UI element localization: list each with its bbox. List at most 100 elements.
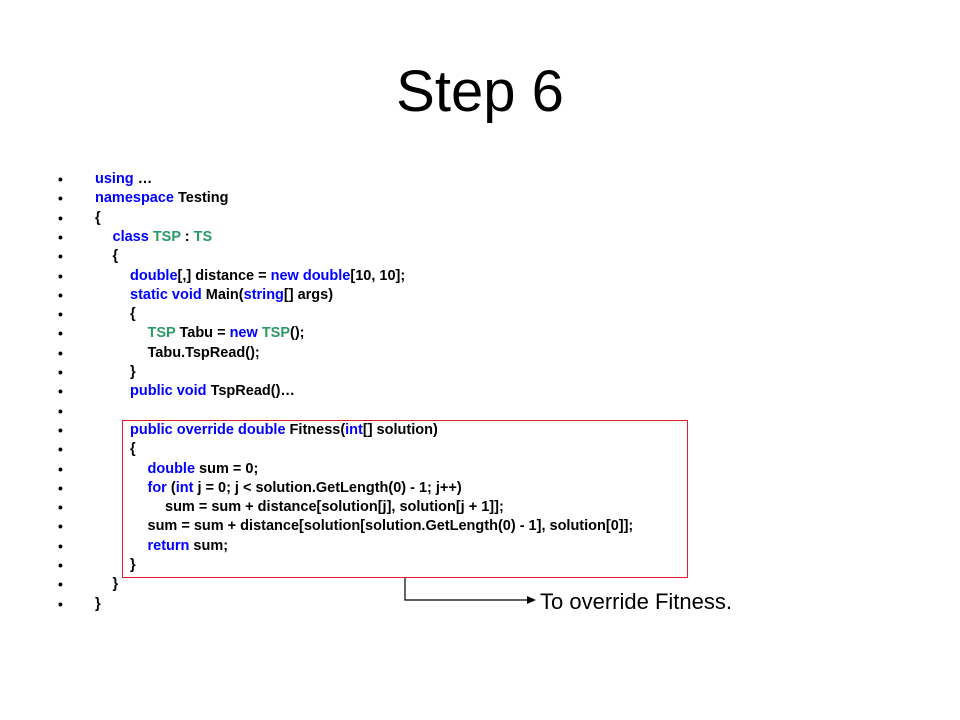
code-keyword: double [147, 460, 196, 477]
code-token: … [133, 171, 153, 187]
bullet-glyph: • [58, 364, 63, 380]
code-line: • sum = sum + distance[solution[j], solut… [0, 498, 960, 517]
code-token: (); [290, 325, 305, 342]
code-keyword: string [243, 286, 284, 303]
code-line: •public override double Fitness(int[] so… [0, 421, 960, 440]
code-text: using … [95, 170, 152, 189]
code-token: sum = sum + distance[solution[j], soluti… [165, 499, 504, 516]
bullet-glyph: • [58, 286, 63, 303]
code-token: [] solution) [362, 421, 438, 438]
bullet-glyph: • [58, 325, 63, 342]
code-token: } [95, 595, 101, 612]
bullet-glyph: • [58, 499, 63, 516]
bullet-glyph: • [58, 595, 63, 612]
code-token: : [180, 228, 194, 245]
bullet-glyph: • [58, 479, 63, 496]
code-keyword: override [176, 421, 234, 438]
code-type-name: TSP [261, 325, 291, 342]
code-keyword: return [147, 537, 190, 554]
code-text: TSP Tabu = new TSP(); [148, 324, 305, 343]
code-text: sum = sum + distance[solution[solution.G… [148, 517, 634, 536]
code-line: •double[,] distance = new double[10, 10]… [0, 267, 960, 286]
code-keyword: new [270, 267, 299, 284]
code-keyword: using [95, 171, 134, 187]
code-text: public override double Fitness(int[] sol… [130, 421, 438, 440]
callout-text: To override Fitness. [540, 589, 732, 614]
code-token: sum; [189, 537, 229, 554]
code-line: •Tabu.TspRead(); [0, 344, 960, 363]
bullet-glyph: • [58, 383, 63, 400]
code-keyword: public [130, 421, 173, 438]
code-token: [,] distance = [177, 267, 271, 284]
bullet-glyph: • [58, 209, 63, 226]
code-line: •} [0, 363, 960, 382]
bullet-glyph: • [58, 441, 63, 458]
code-type-name: TSP [152, 228, 181, 245]
bullet-glyph: • [58, 190, 63, 207]
code-line: •for (int j = 0; j < solution.GetLength(… [0, 479, 960, 498]
code-keyword: namespace [95, 190, 174, 207]
code-line: •{ [0, 305, 960, 324]
code-text: return sum; [148, 537, 229, 556]
code-text: public void TspRead()… [130, 382, 295, 401]
code-line: • sum = sum + distance[solution[solution.… [0, 517, 960, 536]
code-line: •{ [0, 209, 960, 228]
code-line: •{ [0, 440, 960, 459]
code-token: { [130, 306, 136, 323]
code-text: } [95, 595, 101, 614]
code-token: [10, 10]; [350, 267, 406, 284]
bullet-glyph: • [58, 537, 63, 554]
bullet-glyph: • [58, 344, 63, 361]
code-keyword: public [130, 383, 173, 400]
code-line: • return sum; [0, 537, 960, 556]
code-text: } [130, 556, 136, 575]
code-keyword: double [130, 267, 178, 284]
bullet-glyph: • [58, 460, 63, 477]
code-token: Fitness( [285, 421, 346, 438]
code-token: sum = 0; [195, 460, 259, 477]
code-token: [] args) [283, 286, 334, 303]
fitness-method-highlight-box [122, 420, 688, 578]
code-token: Tabu = [175, 325, 230, 342]
code-keyword: new [229, 325, 258, 342]
code-keyword: int [345, 421, 363, 438]
code-text: namespace Testing [95, 189, 229, 208]
code-keyword: void [176, 383, 207, 400]
code-token: } [112, 576, 119, 593]
bullet-glyph: • [58, 248, 63, 265]
code-text: { [113, 247, 119, 266]
code-token: } [130, 364, 136, 380]
code-line: •} [0, 575, 960, 594]
bullet-glyph: • [58, 228, 63, 245]
bullet-glyph: • [58, 402, 63, 419]
code-line: •{ [0, 247, 960, 266]
code-type-name: TS [193, 228, 213, 245]
code-line: •using … [0, 170, 960, 189]
bullet-glyph: • [58, 306, 63, 323]
code-keyword: static [130, 286, 168, 303]
code-text: double[,] distance = new double[10, 10]; [130, 267, 405, 286]
code-text: sum = sum + distance[solution[j], soluti… [165, 498, 504, 517]
code-keyword: for [147, 479, 167, 496]
code-keyword: class [112, 228, 149, 245]
slide-title: Step 6 [396, 59, 564, 124]
bullet-glyph: • [58, 518, 63, 535]
code-line: • public void TspRead()… [0, 382, 960, 401]
code-text: { [130, 440, 136, 459]
code-text: { [130, 305, 136, 324]
code-line: • static void Main(string[] args) [0, 286, 960, 305]
code-text: static void Main(string[] args) [130, 286, 333, 305]
code-token: } [130, 557, 136, 573]
code-line: • class TSP : TS [0, 228, 960, 247]
code-type-name: TSP [147, 325, 176, 342]
code-token: ( [166, 479, 176, 496]
code-text: { [95, 209, 101, 228]
code-token: { [130, 441, 136, 458]
code-keyword: double [302, 267, 351, 284]
code-line: •} [0, 595, 960, 614]
code-token: Testing [174, 190, 229, 207]
code-keyword: int [175, 479, 194, 496]
code-token: { [112, 248, 119, 265]
